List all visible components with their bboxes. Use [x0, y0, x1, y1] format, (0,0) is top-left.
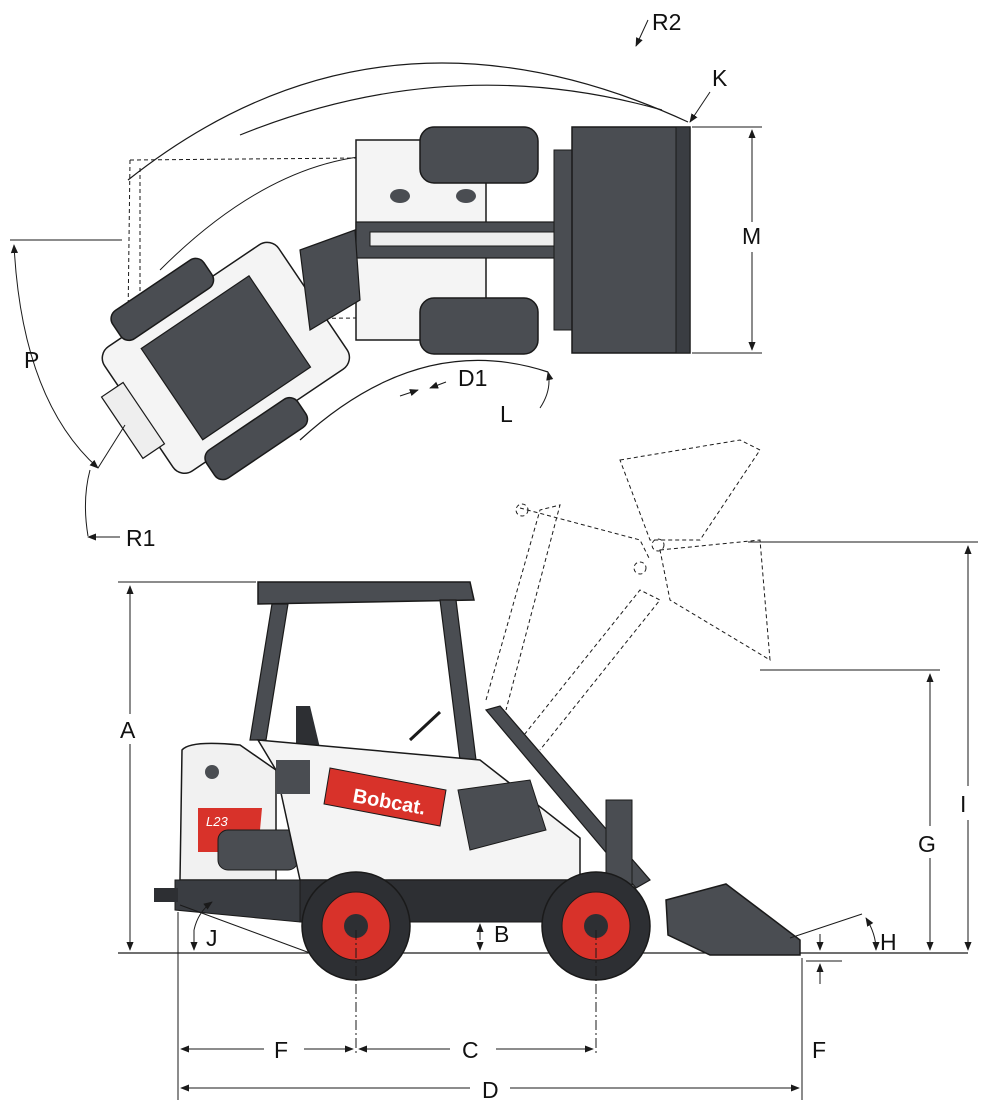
front-wheel-lower [419, 297, 539, 355]
rear-wheel-upper [110, 257, 215, 342]
bucket-top [571, 126, 691, 354]
rear-counterweight [174, 879, 301, 923]
label-M: M [742, 223, 761, 249]
rear-wheel [301, 871, 411, 981]
label-C: C [462, 1037, 479, 1063]
front-wheel-upper [419, 126, 539, 184]
engine-grille [217, 829, 299, 871]
turning-arc-outer [127, 62, 689, 181]
top-view: R2 K M P D1 L R1 [10, 9, 762, 551]
label-L: L [500, 401, 513, 427]
label-A: A [120, 717, 136, 743]
label-J: J [206, 925, 218, 951]
label-F-right: F [812, 1037, 826, 1063]
counterweight [100, 381, 166, 460]
label-D: D [482, 1077, 499, 1103]
rops-post-front [439, 599, 477, 761]
label-D1: D1 [458, 365, 487, 391]
turning-arc-L [299, 359, 549, 441]
bucket-cutting-edge [675, 126, 691, 354]
dim-arrow [689, 91, 711, 123]
dim-arrow [429, 381, 447, 389]
label-R1: R1 [126, 525, 155, 551]
operator-canopy [140, 275, 312, 441]
dim-arrow [539, 371, 554, 409]
model-badge: L23 [206, 814, 228, 829]
steering-wheel [408, 710, 442, 742]
front-wheel [541, 871, 651, 981]
tow-hitch [154, 888, 178, 902]
bucket-outline-dashed [127, 157, 361, 321]
label-H: H [880, 929, 897, 955]
dim-line [97, 424, 126, 469]
seat [296, 706, 320, 748]
label-F-left: F [274, 1037, 288, 1063]
label-R2: R2 [652, 9, 681, 35]
side-vent [276, 760, 310, 794]
front-side-window [457, 779, 547, 851]
rops-post-rear [249, 603, 289, 741]
dim-arc-H [865, 917, 880, 951]
bucket-side [665, 883, 801, 956]
chassis-hole [456, 189, 476, 203]
dim-line [84, 469, 91, 537]
dump-angle-line [789, 913, 863, 939]
rear-wheel-lower [204, 396, 309, 481]
raised-bucket-dashed [485, 439, 771, 751]
side-view: L23 Bobcat. [118, 439, 978, 1103]
rear-chassis [100, 241, 351, 481]
articulation-joint [299, 229, 361, 331]
canopy-roof [257, 581, 475, 605]
label-P: P [24, 347, 39, 373]
label-B: B [494, 921, 509, 947]
label-K: K [712, 65, 728, 91]
label-G: G [918, 831, 936, 857]
dim-arc-P [10, 244, 99, 469]
turning-arc-bucket [239, 84, 663, 136]
dim-arc-J [193, 901, 213, 931]
lift-arm-cylinder [369, 231, 561, 247]
label-I: I [960, 791, 966, 817]
dim-arrow [399, 389, 419, 397]
dim-arrow [635, 19, 649, 47]
rear-light [205, 765, 219, 779]
chassis-hole [390, 189, 410, 203]
departure-angle-line [179, 904, 311, 954]
brand-decal [323, 767, 447, 827]
